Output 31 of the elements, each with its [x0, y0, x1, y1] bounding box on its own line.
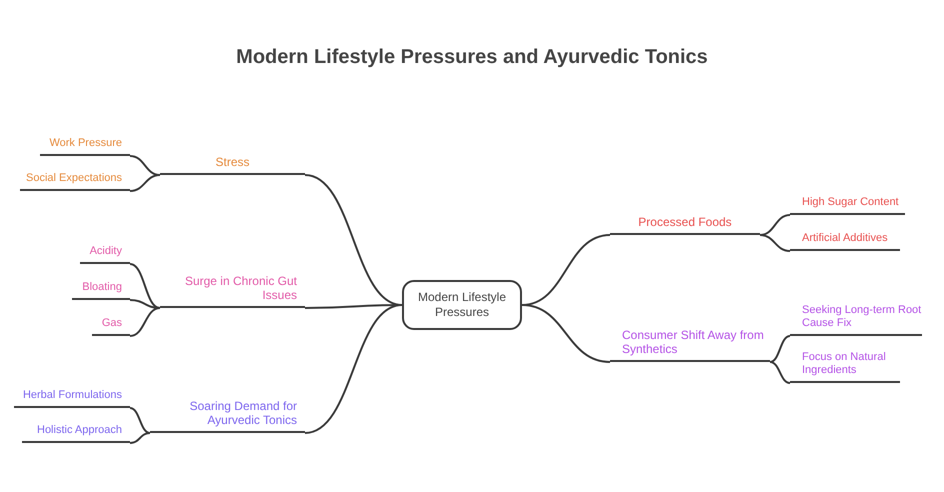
branch-line — [130, 263, 160, 309]
branch-line — [760, 214, 790, 236]
topic-label: Consumer Shift Away from Synthetics — [610, 324, 770, 362]
topic-label: Artificial Additives — [790, 229, 900, 251]
topic-label: Acidity — [80, 242, 130, 264]
topic-label: Work Pressure — [40, 134, 130, 156]
branch-line — [760, 234, 790, 252]
topic-label: Surge in Chronic Gut Issues — [160, 270, 305, 308]
central-topic-box: Modern Lifestyle Pressures — [402, 280, 522, 330]
topic-label: Social Expectations — [20, 169, 130, 191]
topic-label: Focus on Natural Ingredients — [790, 349, 900, 383]
branch-line — [522, 304, 610, 363]
branch-line — [304, 304, 402, 434]
branch-line — [130, 299, 160, 309]
branch-line — [130, 155, 160, 176]
branch-line — [130, 307, 160, 337]
topic-label: Seeking Long-term Root Cause Fix — [790, 302, 922, 336]
diagram-title: Modern Lifestyle Pressures and Ayurvedic Tonics — [235, 46, 709, 69]
branch-line — [130, 432, 150, 444]
branch-line — [130, 407, 150, 434]
topic-label: Gas — [92, 314, 130, 336]
topic-label: Bloating — [72, 278, 130, 300]
branch-line — [130, 174, 160, 192]
topic-label: Soaring Demand for Ayurvedic Tonics — [150, 395, 305, 433]
branch-line — [770, 361, 790, 384]
topic-label: Holistic Approach — [22, 421, 130, 443]
branch-line — [770, 335, 790, 363]
topic-label: Processed Foods — [610, 210, 760, 235]
topic-label: Herbal Formulations — [14, 386, 130, 408]
topic-label: High Sugar Content — [790, 193, 905, 215]
topic-label: Stress — [160, 150, 305, 175]
